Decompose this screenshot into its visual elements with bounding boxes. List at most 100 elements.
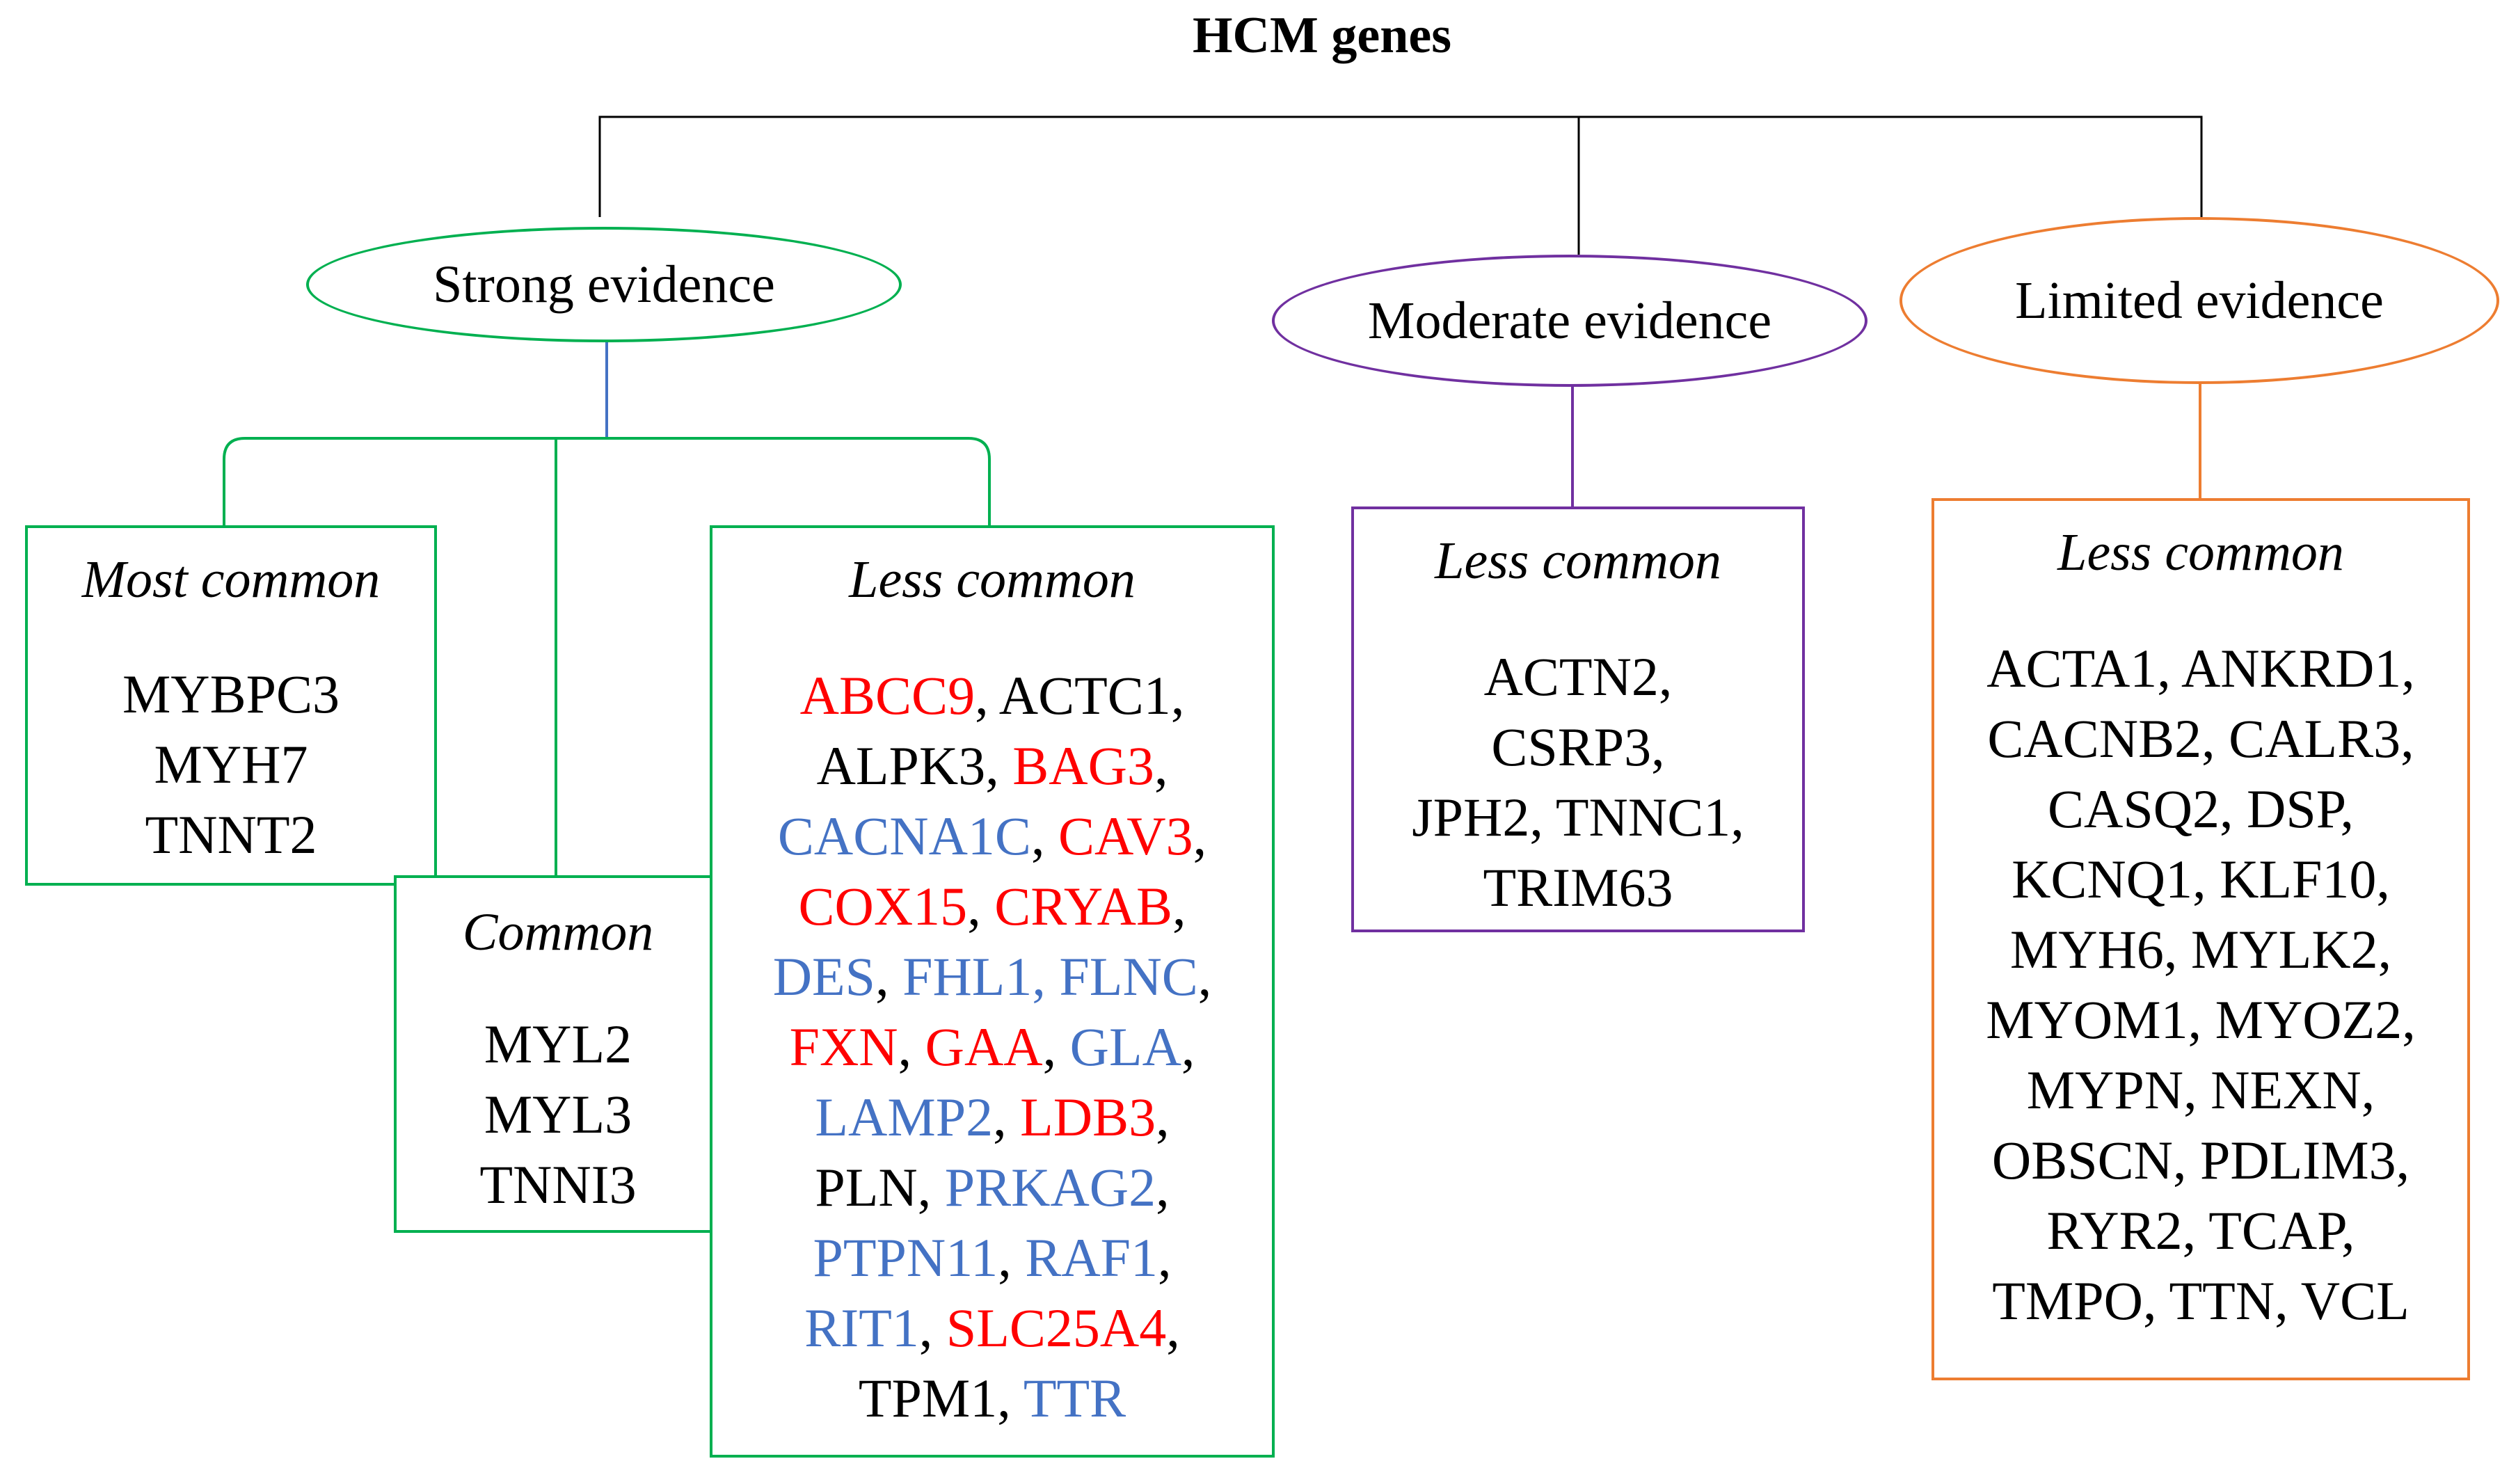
- gene-item: CAV3: [1058, 806, 1193, 866]
- gene-item: MYPN, NEXN,: [2026, 1060, 2375, 1120]
- gene-item: LDB3: [1020, 1087, 1156, 1147]
- gene-item: SLC25A4: [946, 1298, 1167, 1358]
- gene-item: RIT1: [804, 1298, 919, 1358]
- gene-item: ACTA1, ANKRD1,: [1986, 638, 2415, 699]
- gene-item: TMPO, TTN, VCL: [1992, 1270, 2410, 1331]
- gene-item: MYL2: [484, 1014, 632, 1074]
- moderate-gene-list: ACTN2, CSRP3, JPH2, TNNC1, TRIM63: [1354, 641, 1802, 923]
- gene-item: PRKAG2: [944, 1157, 1156, 1218]
- gene-item: CASQ2, DSP,: [2047, 779, 2354, 839]
- gene-item: ,: [1154, 735, 1168, 796]
- gene-item: ,: [1197, 946, 1212, 1007]
- gene-line: PTPN11, RAF1,: [712, 1222, 1272, 1293]
- gene-item: FHL1, FLNC: [902, 946, 1198, 1007]
- gene-item: ,: [1193, 806, 1207, 866]
- strong-most-common-box: Most common MYBPC3 MYH7 TNNT2: [25, 525, 437, 886]
- gene-item: TNNT2: [145, 804, 317, 865]
- gene-line: FXN, GAA, GLA,: [712, 1012, 1272, 1082]
- gene-item: ,: [998, 1227, 1026, 1288]
- gene-item: ,: [985, 735, 1013, 796]
- moderate-evidence-node: Moderate evidence: [1272, 255, 1867, 387]
- gene-item: ABCC9: [799, 665, 975, 726]
- gene-item: MYOM1, MYOZ2,: [1986, 989, 2416, 1050]
- gene-item: ,: [1156, 1087, 1170, 1147]
- gene-item: ,: [975, 665, 999, 726]
- gene-item: ALPK3: [816, 735, 986, 796]
- strong-common-box: Common MYL2 MYL3 TNNI3: [394, 875, 722, 1233]
- gene-item: TNNI3: [479, 1154, 637, 1215]
- gene-item: LAMP2: [815, 1087, 994, 1147]
- gene-item: RAF1: [1025, 1227, 1158, 1288]
- strong-sub-bracket: [223, 437, 991, 525]
- gene-item: MYBPC3: [122, 664, 340, 724]
- gene-item: ACTC1: [998, 665, 1171, 726]
- diagram-title: HCM genes: [1193, 7, 1451, 64]
- gene-item: ,: [993, 1087, 1021, 1147]
- gene-item: TRIM63: [1483, 857, 1673, 918]
- gene-item: ,: [1156, 1157, 1170, 1218]
- gene-item: PTPN11: [813, 1227, 998, 1288]
- gene-item: ,: [1030, 806, 1058, 866]
- gene-item: JPH2, TNNC1,: [1412, 787, 1744, 847]
- gene-item: COX15: [798, 876, 968, 936]
- gene-item: MYH6, MYLK2,: [2009, 919, 2392, 980]
- moderate-evidence-label: Moderate evidence: [1367, 292, 1772, 350]
- gene-line: ABCC9, ACTC1,: [712, 660, 1272, 731]
- limited-less-common-title: Less common: [2057, 523, 2344, 582]
- gene-item: CRYAB: [994, 876, 1172, 936]
- gene-item: CACNA1C: [777, 806, 1031, 866]
- most-common-gene-list: MYBPC3 MYH7 TNNT2: [28, 659, 434, 870]
- gene-item: ,: [1158, 1227, 1172, 1288]
- strong-less-common-title: Less common: [849, 550, 1136, 609]
- gene-item: TPM1: [858, 1368, 998, 1428]
- gene-item: ,: [1181, 1016, 1195, 1077]
- gene-item: CACNB2, CALR3,: [1987, 708, 2414, 769]
- gene-item: GLA: [1069, 1016, 1181, 1077]
- gene-line: LAMP2, LDB3,: [712, 1082, 1272, 1152]
- gene-item: FXN: [789, 1016, 898, 1077]
- gene-item: ,: [1172, 876, 1186, 936]
- strong-evidence-node: Strong evidence: [306, 227, 902, 342]
- gene-item: KCNQ1, KLF10,: [2012, 849, 2390, 909]
- gene-item: MYH7: [154, 734, 308, 795]
- top-bracket: [598, 115, 2203, 217]
- strong-less-common-gene-list: ABCC9, ACTC1,ALPK3, BAG3,CACNA1C, CAV3,C…: [712, 660, 1272, 1433]
- limited-evidence-node: Limited evidence: [1899, 217, 2499, 384]
- moderate-less-common-title: Less common: [1435, 532, 1721, 590]
- gene-item: ACTN2,: [1483, 646, 1673, 707]
- gene-item: RYR2, TCAP,: [2046, 1200, 2355, 1261]
- gene-line: TPM1, TTR: [712, 1363, 1272, 1433]
- gene-item: OBSCN, PDLIM3,: [1991, 1130, 2410, 1190]
- gene-item: TTR: [1023, 1368, 1126, 1428]
- gene-item: CSRP3,: [1491, 717, 1665, 777]
- gene-item: PLN: [815, 1157, 918, 1218]
- strong-evidence-label: Strong evidence: [433, 255, 775, 314]
- gene-item: ,: [1166, 1298, 1180, 1358]
- limited-gene-list: ACTA1, ANKRD1, CACNB2, CALR3, CASQ2, DSP…: [1934, 633, 2467, 1336]
- gene-item: GAA: [925, 1016, 1043, 1077]
- gene-line: DES, FHL1, FLNC,: [712, 941, 1272, 1012]
- gene-item: ,: [1170, 665, 1185, 726]
- gene-item: ,: [917, 1157, 945, 1218]
- most-common-title: Most common: [81, 550, 381, 609]
- gene-item: ,: [1042, 1016, 1070, 1077]
- common-title: Common: [462, 903, 654, 962]
- moderate-less-common-box: Less common ACTN2, CSRP3, JPH2, TNNC1, T…: [1351, 506, 1805, 932]
- limited-evidence-label: Limited evidence: [2015, 271, 2384, 330]
- common-gene-list: MYL2 MYL3 TNNI3: [397, 1009, 719, 1220]
- gene-line: CACNA1C, CAV3,: [712, 801, 1272, 871]
- strong-less-common-box: Less common ABCC9, ACTC1,ALPK3, BAG3,CAC…: [710, 525, 1275, 1458]
- gene-item: ,: [918, 1298, 946, 1358]
- gene-line: PLN, PRKAG2,: [712, 1152, 1272, 1222]
- gene-item: ,: [967, 876, 995, 936]
- limited-less-common-box: Less common ACTA1, ANKRD1, CACNB2, CALR3…: [1931, 498, 2470, 1380]
- gene-item: ,: [997, 1368, 1023, 1428]
- gene-item: DES: [772, 946, 876, 1007]
- gene-item: ,: [898, 1016, 925, 1077]
- gene-item: BAG3: [1012, 735, 1154, 796]
- gene-line: RIT1, SLC25A4,: [712, 1293, 1272, 1363]
- gene-line: COX15, CRYAB,: [712, 871, 1272, 941]
- gene-line: ALPK3, BAG3,: [712, 731, 1272, 801]
